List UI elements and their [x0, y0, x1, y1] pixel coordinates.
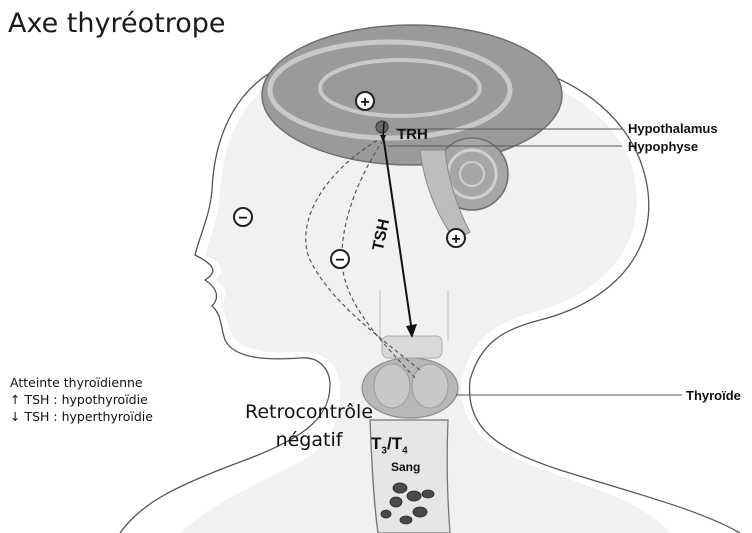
pituitary [376, 121, 388, 133]
side-note-hyper: ↓ TSH : hyperthyroïdie [10, 408, 153, 425]
brain [262, 25, 562, 165]
label-thyroide: Thyroïde [686, 388, 741, 403]
diagram-title: Axe thyréotrope [8, 8, 226, 39]
side-note-heading: Atteinte thyroïdienne [10, 374, 153, 391]
t4-letter: T [392, 434, 402, 453]
label-hypothalamus: Hypothalamus [628, 121, 718, 136]
label-sang: Sang [391, 460, 420, 474]
label-trh: TRH [397, 126, 428, 143]
t3-letter: T [371, 434, 381, 453]
minus-sign-outer: − [233, 207, 253, 227]
t4-sub: 4 [402, 445, 408, 456]
retrocontrole-line1: Retrocontrôle [234, 398, 384, 426]
label-t3-t4: T3/T4 [371, 434, 408, 456]
label-hypophyse: Hypophyse [628, 139, 698, 154]
side-note-hypo: ↑ TSH : hypothyroïdie [10, 391, 153, 408]
plus-sign-hypothalamus: + [355, 91, 375, 111]
plus-sign-pituitary: + [446, 228, 466, 248]
retrocontrole-label: Retrocontrôle négatif [234, 398, 384, 454]
side-note: Atteinte thyroïdienne ↑ TSH : hypothyroï… [10, 374, 153, 425]
retrocontrole-line2: négatif [234, 426, 384, 454]
minus-sign-inner: − [330, 249, 350, 269]
